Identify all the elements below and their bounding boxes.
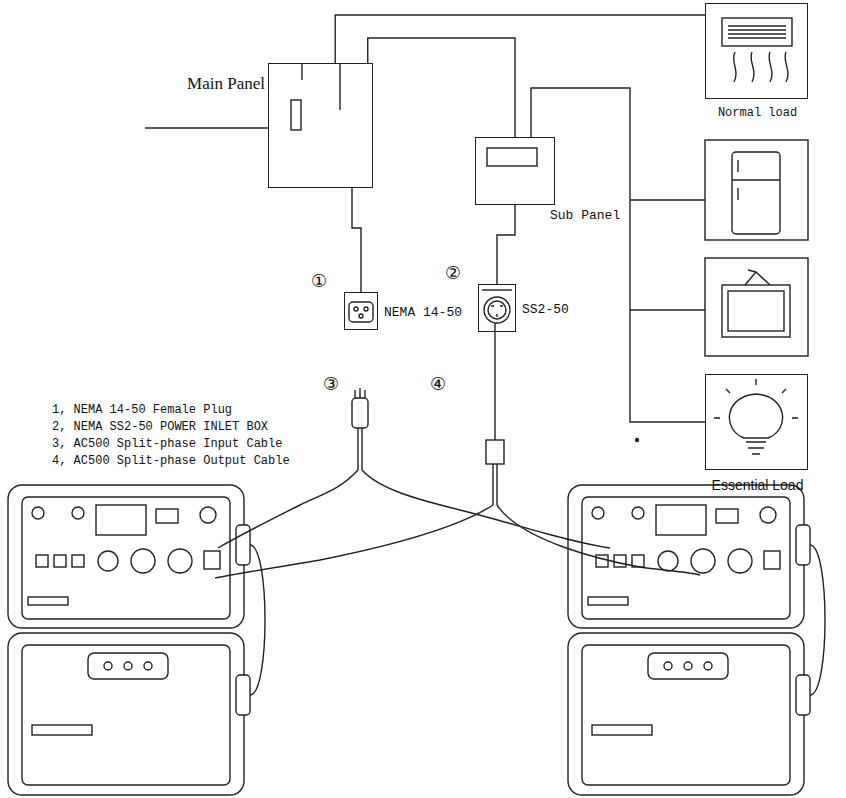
legend-note: 2, NEMA SS2-50 POWER INLET BOX xyxy=(52,420,268,434)
legend-note: 4, AC500 Split-phase Output Cable xyxy=(52,454,290,468)
node-label: SS2-50 xyxy=(522,302,569,317)
callout-number: ④ xyxy=(430,373,446,394)
node-label: Normal load xyxy=(718,106,797,120)
node-label: Sub Panel xyxy=(550,208,620,223)
load-box: Normal load xyxy=(705,3,808,99)
sub-panel: Sub Panel xyxy=(475,137,555,205)
legend-note: 3, AC500 Split-phase Input Cable xyxy=(52,437,282,451)
callout-number: ② xyxy=(445,262,461,283)
load-box: Essential Load xyxy=(705,374,808,470)
wire xyxy=(368,38,515,137)
node-label: Essential Load xyxy=(712,477,804,493)
power-inlet-box: SS2-50 xyxy=(478,284,516,332)
callout-number: ① xyxy=(311,270,327,291)
power-outlet: NEMA 14-50 xyxy=(344,292,378,330)
main-panel: Main Panel xyxy=(268,63,373,188)
callout-number: ③ xyxy=(323,373,339,394)
wire xyxy=(352,188,361,292)
wire xyxy=(497,205,515,284)
wire xyxy=(335,15,705,63)
legend-note: 1, NEMA 14-50 Female Plug xyxy=(52,403,232,417)
node-label: Main Panel xyxy=(187,74,265,94)
node-label: NEMA 14-50 xyxy=(384,305,462,320)
wire xyxy=(531,88,705,422)
